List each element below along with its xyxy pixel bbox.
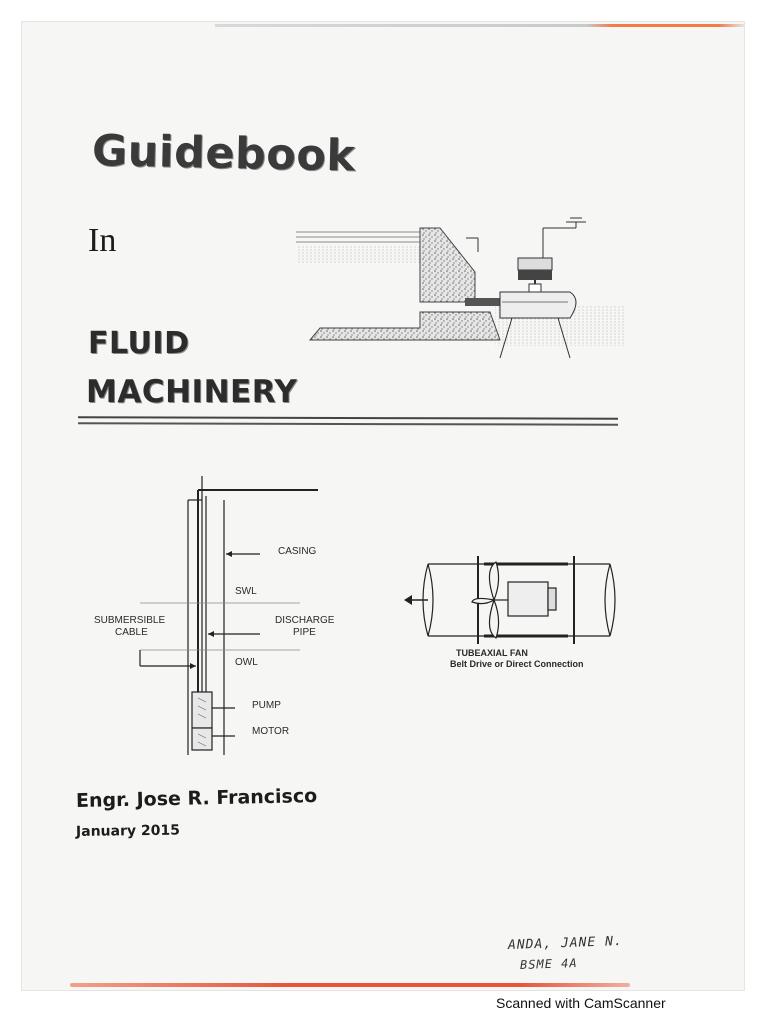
scan-edge-bottom — [70, 983, 630, 987]
fan-subtitle: Belt Drive or Direct Connection — [450, 659, 584, 669]
handwritten-section: BSME 4A — [519, 955, 578, 973]
label-swl: SWL — [235, 586, 257, 597]
scanner-watermark: Scanned with CamScanner — [496, 995, 666, 1011]
title-guidebook: Guidebook — [91, 126, 357, 182]
label-casing: CASING — [278, 546, 317, 557]
label-discharge-pipe-line2: PIPE — [293, 627, 316, 638]
fan-title: TUBEAXIAL FAN — [456, 648, 528, 658]
label-submersible-cable-line1: SUBMERSIBLE — [94, 615, 166, 626]
title-in: In — [88, 222, 117, 259]
label-pump: PUMP — [252, 700, 281, 711]
tubeaxial-fan-diagram — [404, 556, 616, 644]
label-motor: MOTOR — [252, 726, 290, 737]
dam-turbine-illustration — [296, 217, 625, 359]
title-machinery: MACHINERY — [86, 374, 298, 410]
document-page — [22, 22, 744, 990]
label-discharge-pipe-line1: DISCHARGE — [275, 615, 335, 626]
scan-edge-top — [215, 24, 745, 27]
title-fluid: FLUID — [88, 326, 190, 361]
label-submersible-cable-line2: CABLE — [115, 627, 148, 638]
publication-date: January 2015 — [75, 822, 181, 840]
label-owl: OWL — [235, 657, 258, 668]
submersible-pump-diagram — [139, 476, 318, 755]
